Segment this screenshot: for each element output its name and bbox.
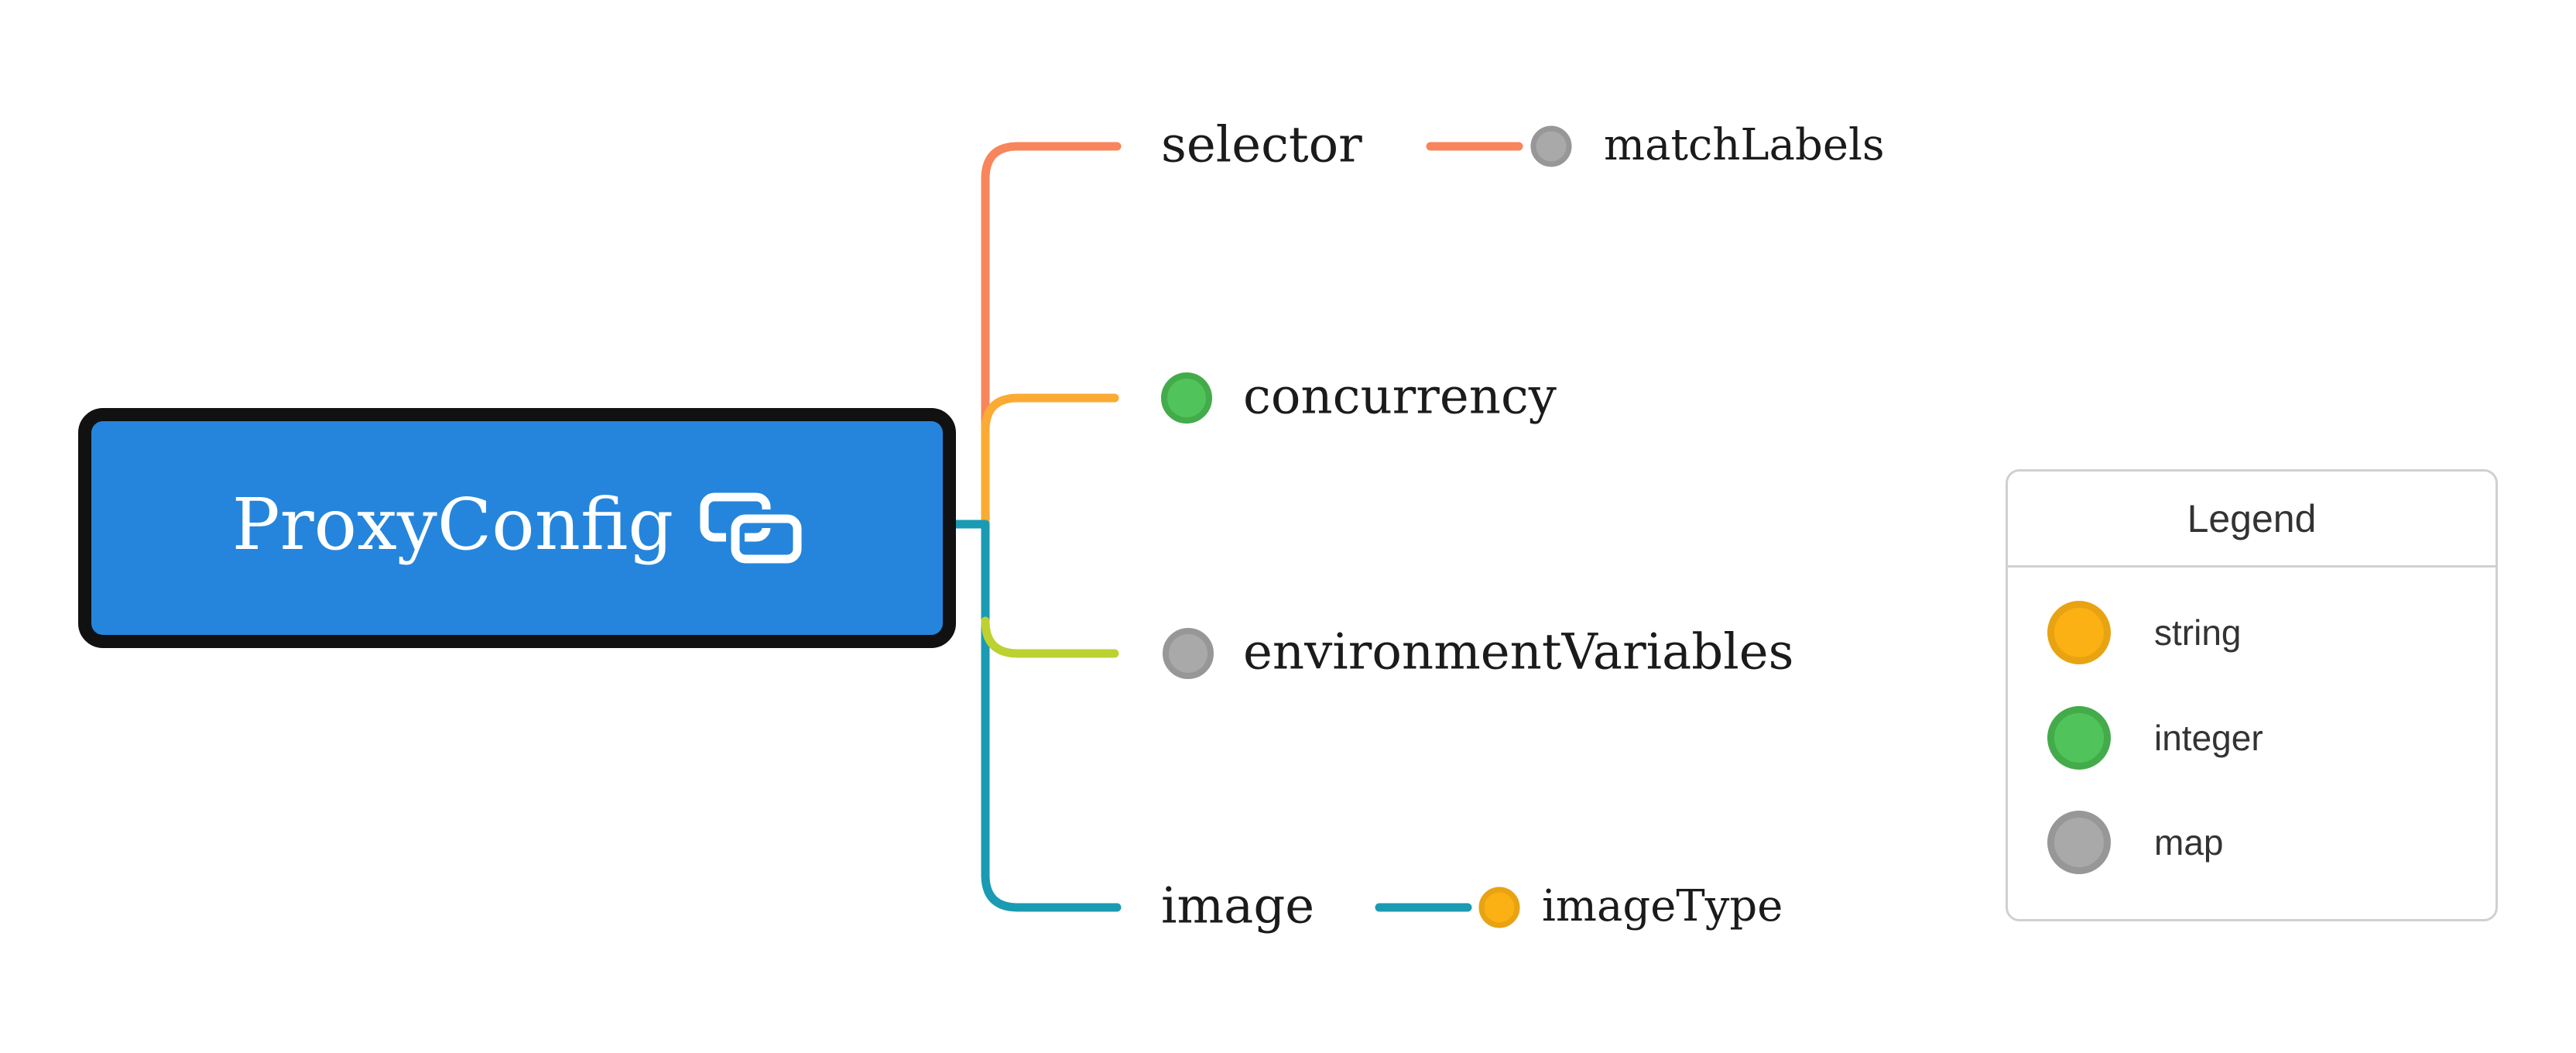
legend-dot-integer: [2047, 706, 2111, 770]
branch-line-selector: [981, 142, 1122, 531]
legend-title: Legend: [2187, 496, 2317, 540]
type-dot-matchlabels-map: [1530, 125, 1572, 167]
legend-label-string: string: [2154, 612, 2242, 653]
legend-item-string: string: [2008, 580, 2496, 685]
root-node-proxyconfig: ProxyConfig: [78, 408, 956, 648]
legend-item-map: map: [2008, 790, 2496, 895]
type-dot-imagetype-string: [1478, 887, 1520, 928]
node-label-environmentvariables: environmentVariables: [1243, 623, 1794, 681]
link-icon: [700, 492, 803, 564]
legend-divider: [2008, 565, 2496, 568]
branch-line-image: [943, 520, 1122, 912]
root-node-label: ProxyConfig: [231, 483, 674, 566]
legend-label-integer: integer: [2154, 718, 2263, 758]
legend-label-map: map: [2154, 822, 2224, 863]
legend-item-integer: integer: [2008, 685, 2496, 791]
branch-line-environmentvariables: [981, 616, 1119, 658]
node-label-selector: selector: [1161, 116, 1362, 174]
branch-line-concurrency: [981, 393, 1119, 531]
legend-dot-string: [2047, 601, 2111, 664]
node-label-concurrency: concurrency: [1243, 368, 1557, 426]
legend-dot-map: [2047, 811, 2111, 874]
legend-panel: Legend string integer map: [2006, 469, 2498, 921]
node-label-image: image: [1161, 877, 1315, 935]
node-label-imagetype: imageType: [1542, 880, 1783, 931]
type-dot-environmentvariables-map: [1163, 628, 1214, 679]
type-dot-concurrency-integer: [1161, 372, 1212, 424]
node-label-matchlabels: matchLabels: [1604, 119, 1885, 170]
